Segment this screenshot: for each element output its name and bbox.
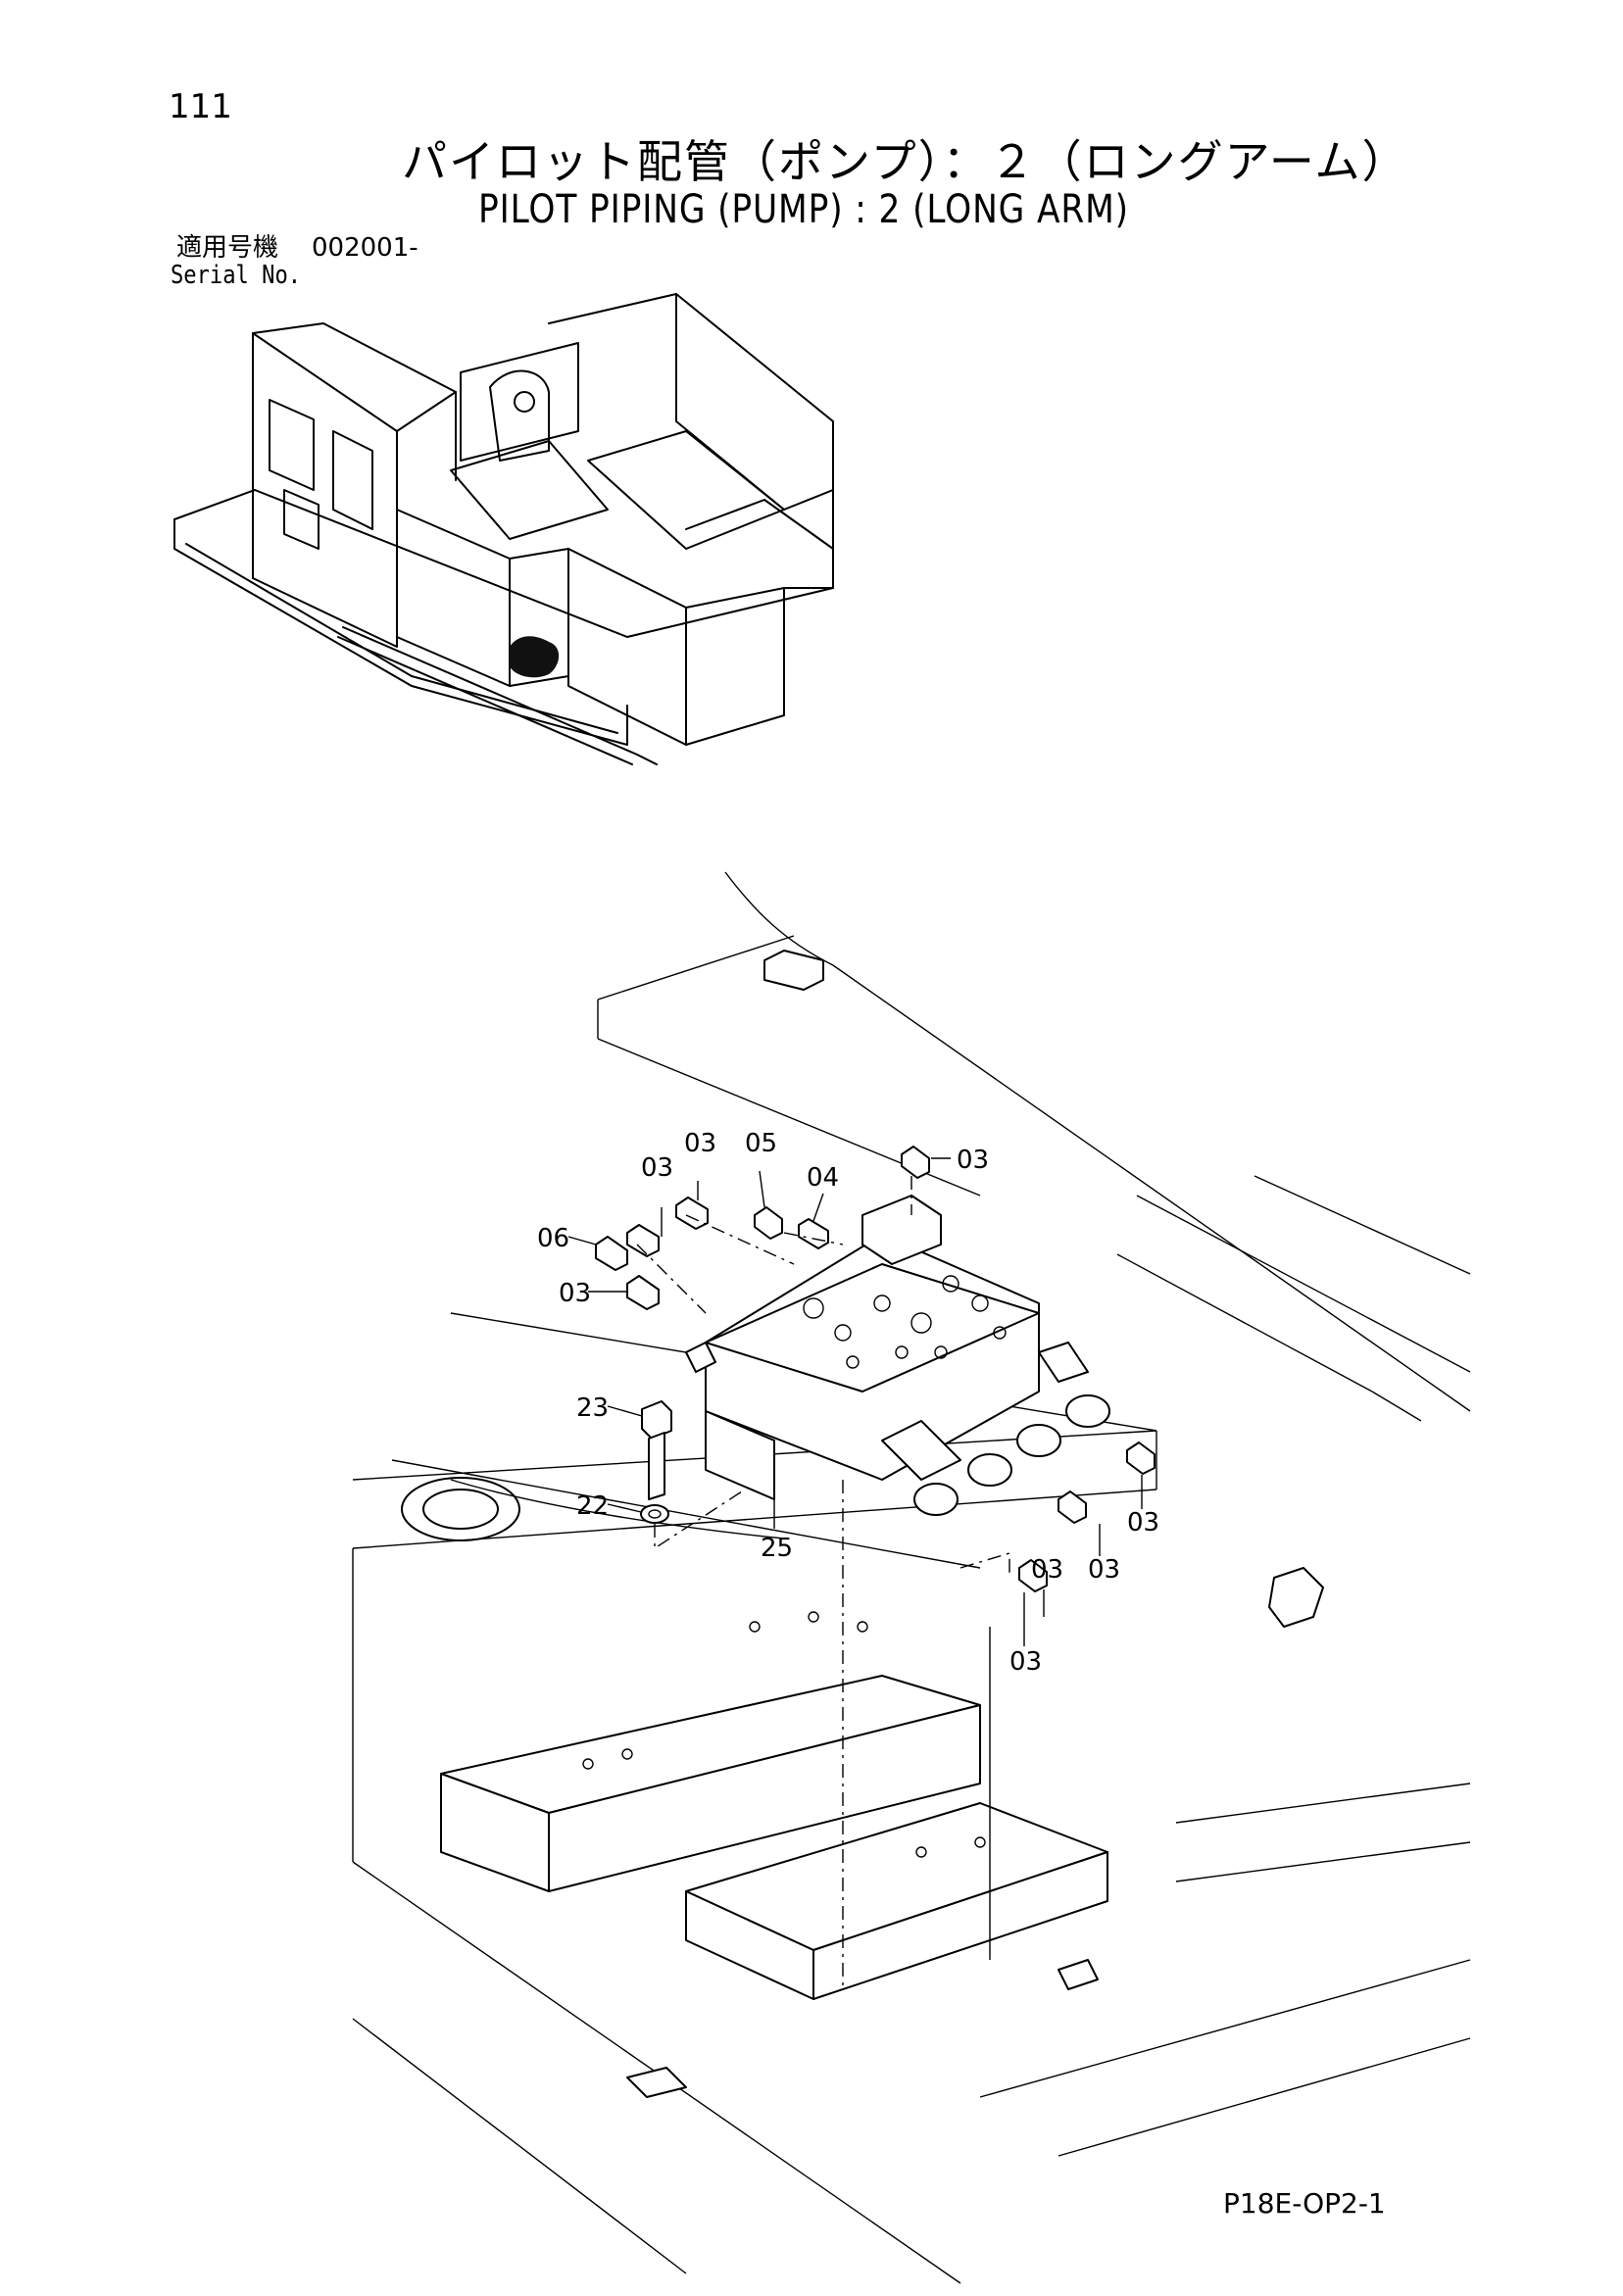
serial-label-japanese: 適用号機 [176, 233, 279, 263]
callout-label: 03 [1009, 1647, 1042, 1677]
callout-label: 03 [957, 1146, 989, 1175]
callout-label: 05 [745, 1129, 777, 1158]
callout-label: 03 [559, 1279, 591, 1308]
callout-label: 03 [684, 1129, 716, 1158]
callout-labels: 03 03 05 04 03 06 03 23 22 25 03 03 03 0… [537, 1129, 1159, 1677]
callout-label: 03 [1088, 1555, 1120, 1585]
drawing-code: P18E-OP2-1 [1223, 2187, 1386, 2220]
pipe-fittings [595, 1146, 1156, 1989]
title-english: PILOT PIPING (PUMP) : 2 (LONG ARM) [478, 187, 1129, 232]
serial-number: 002001- [312, 233, 418, 263]
callout-label: 25 [761, 1534, 793, 1563]
machine-overview-illustration [173, 293, 834, 765]
callout-label: 03 [1031, 1555, 1063, 1585]
callout-label: 23 [576, 1393, 609, 1423]
control-valve-assembly [685, 1195, 1110, 1516]
callout-label: 03 [1127, 1508, 1159, 1538]
title-japanese: パイロット配管（ポンプ）：２（ロングアーム） [402, 135, 1409, 188]
callout-label: 22 [576, 1491, 609, 1521]
frame-structure [352, 871, 1471, 2284]
callout-label: 04 [807, 1163, 839, 1193]
callout-label: 06 [537, 1224, 569, 1253]
page-number: 111 [169, 87, 232, 126]
callout-leaders [567, 1157, 1143, 1646]
callout-label: 03 [641, 1153, 673, 1183]
serial-label-english: Serial No. [171, 261, 302, 290]
